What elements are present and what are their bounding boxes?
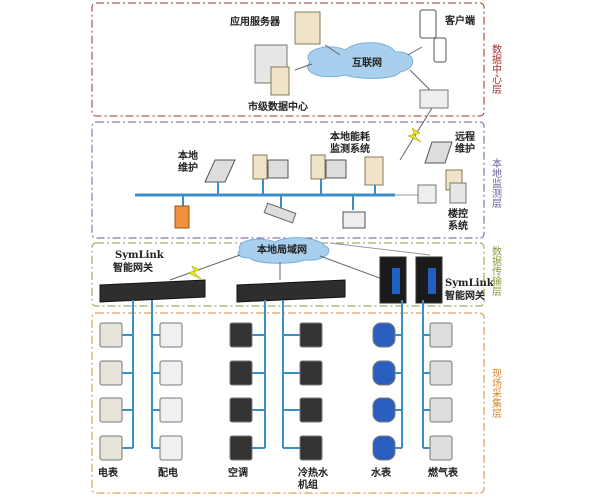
gas-meter-icon <box>429 435 453 461</box>
gas-meter-icon <box>429 360 453 386</box>
water-meter-icon <box>372 397 396 423</box>
remote-maintenance-label: 远程 <box>455 130 475 143</box>
power-distribution-icon <box>159 360 183 386</box>
monitor-icon <box>325 159 347 179</box>
remote-laptop-icon <box>424 141 453 164</box>
link-line <box>294 63 313 71</box>
lan-cloud-icon <box>237 237 330 264</box>
svg-text:现场采集层: 现场采集层 <box>490 368 502 419</box>
svg-text:数据中心层: 数据中心层 <box>490 43 502 95</box>
city-data-center-label: 市级数据中心 <box>248 100 308 113</box>
wireless-link-icon <box>187 265 202 280</box>
local-maintenance-label: 本地 <box>178 149 198 162</box>
local-maintenance-label-2: 维护 <box>178 161 198 174</box>
field-device-label: 燃气表 <box>428 466 459 479</box>
energy-monitoring-server-icon <box>364 156 384 186</box>
air-conditioner-icon <box>229 360 253 386</box>
app-server-label: 应用服务器 <box>230 15 281 28</box>
field-layer-frame <box>91 312 485 494</box>
field-device-label: 空调 <box>228 466 248 479</box>
link-line <box>169 254 241 281</box>
lan-label: 本地局域网 <box>257 243 307 256</box>
wireless-link-icon <box>407 127 422 143</box>
water-meter-icon <box>372 322 396 348</box>
gateway-label: 智能网关 <box>113 261 153 274</box>
link-line <box>324 44 341 56</box>
air-conditioner-icon <box>229 397 253 423</box>
water-meter-icon <box>372 435 396 461</box>
symlink-gateway-rack-1 <box>99 279 206 303</box>
air-conditioner-icon <box>229 435 253 461</box>
lan-switch-icon <box>263 202 297 224</box>
field-device-label: 电表 <box>98 466 119 479</box>
router-icon <box>419 89 449 109</box>
gateway-brand-label: SymLink <box>115 250 165 261</box>
building-control-label: 楼控 <box>448 207 468 220</box>
local-monitoring-layer-frame <box>91 121 485 239</box>
internet-label: 互联网 <box>352 56 382 69</box>
workstation-icon <box>310 154 326 180</box>
internet-cloud-icon <box>307 42 413 79</box>
layer-label-data-center: 数据中心层 <box>490 43 502 95</box>
gas-meter-icon <box>429 322 453 348</box>
chiller-unit-icon <box>299 397 323 423</box>
printer-icon <box>342 211 366 229</box>
energy-system-label-2: 监测系统 <box>330 142 370 155</box>
symlink-gateway-rack-2 <box>236 279 346 303</box>
link-line <box>319 255 386 281</box>
power-distribution-icon <box>159 322 183 348</box>
tablet-client-icon <box>419 9 437 39</box>
remote-maintenance-label-2: 维护 <box>455 142 475 155</box>
gas-meter-icon <box>429 397 453 423</box>
firewall-icon <box>174 205 190 229</box>
app-server-icon <box>294 11 321 45</box>
building-control-label-2: 系统 <box>448 219 468 232</box>
field-device-label: 配电 <box>158 466 178 479</box>
workstation-icon <box>252 154 268 180</box>
monitor-icon <box>267 159 289 179</box>
electric-meter-icon <box>99 435 123 461</box>
field-device-label: 机组 <box>298 478 318 491</box>
air-conditioner-icon <box>229 322 253 348</box>
laptop-icon <box>204 159 236 183</box>
gateway-label-right: 智能网关 <box>445 289 485 302</box>
link-line <box>409 69 431 91</box>
layer-label-transport: 数据传输层 <box>490 245 502 297</box>
gateway-panel <box>428 268 436 294</box>
svg-text:本地监测层: 本地监测层 <box>490 157 502 209</box>
chiller-unit-icon <box>299 435 323 461</box>
layer-label-monitoring: 本地监测层 <box>490 157 502 209</box>
switch-icon <box>417 184 437 204</box>
water-meter-icon <box>372 360 396 386</box>
database-server-icon <box>270 66 290 96</box>
field-device-label: 冷热水 <box>298 466 329 479</box>
phone-client-icon <box>433 37 447 63</box>
gateway-panel <box>392 268 400 294</box>
layer-label-field: 现场采集层 <box>490 368 502 419</box>
power-distribution-icon <box>159 435 183 461</box>
svg-text:数据传输层: 数据传输层 <box>490 245 502 297</box>
link-line <box>329 242 431 256</box>
electric-meter-icon <box>99 322 123 348</box>
electric-meter-icon <box>99 397 123 423</box>
field-device-label: 水表 <box>370 466 392 479</box>
power-distribution-icon <box>159 397 183 423</box>
link-line <box>407 46 423 56</box>
energy-system-label: 本地能耗 <box>330 130 370 143</box>
chiller-unit-icon <box>299 360 323 386</box>
electric-meter-icon <box>99 360 123 386</box>
chiller-unit-icon <box>299 322 323 348</box>
data-center-layer-frame <box>91 2 485 117</box>
client-label: 客户端 <box>444 14 475 27</box>
gateway-brand-label-right: SymLink <box>445 278 495 289</box>
building-control-server-icon-2 <box>449 182 467 204</box>
